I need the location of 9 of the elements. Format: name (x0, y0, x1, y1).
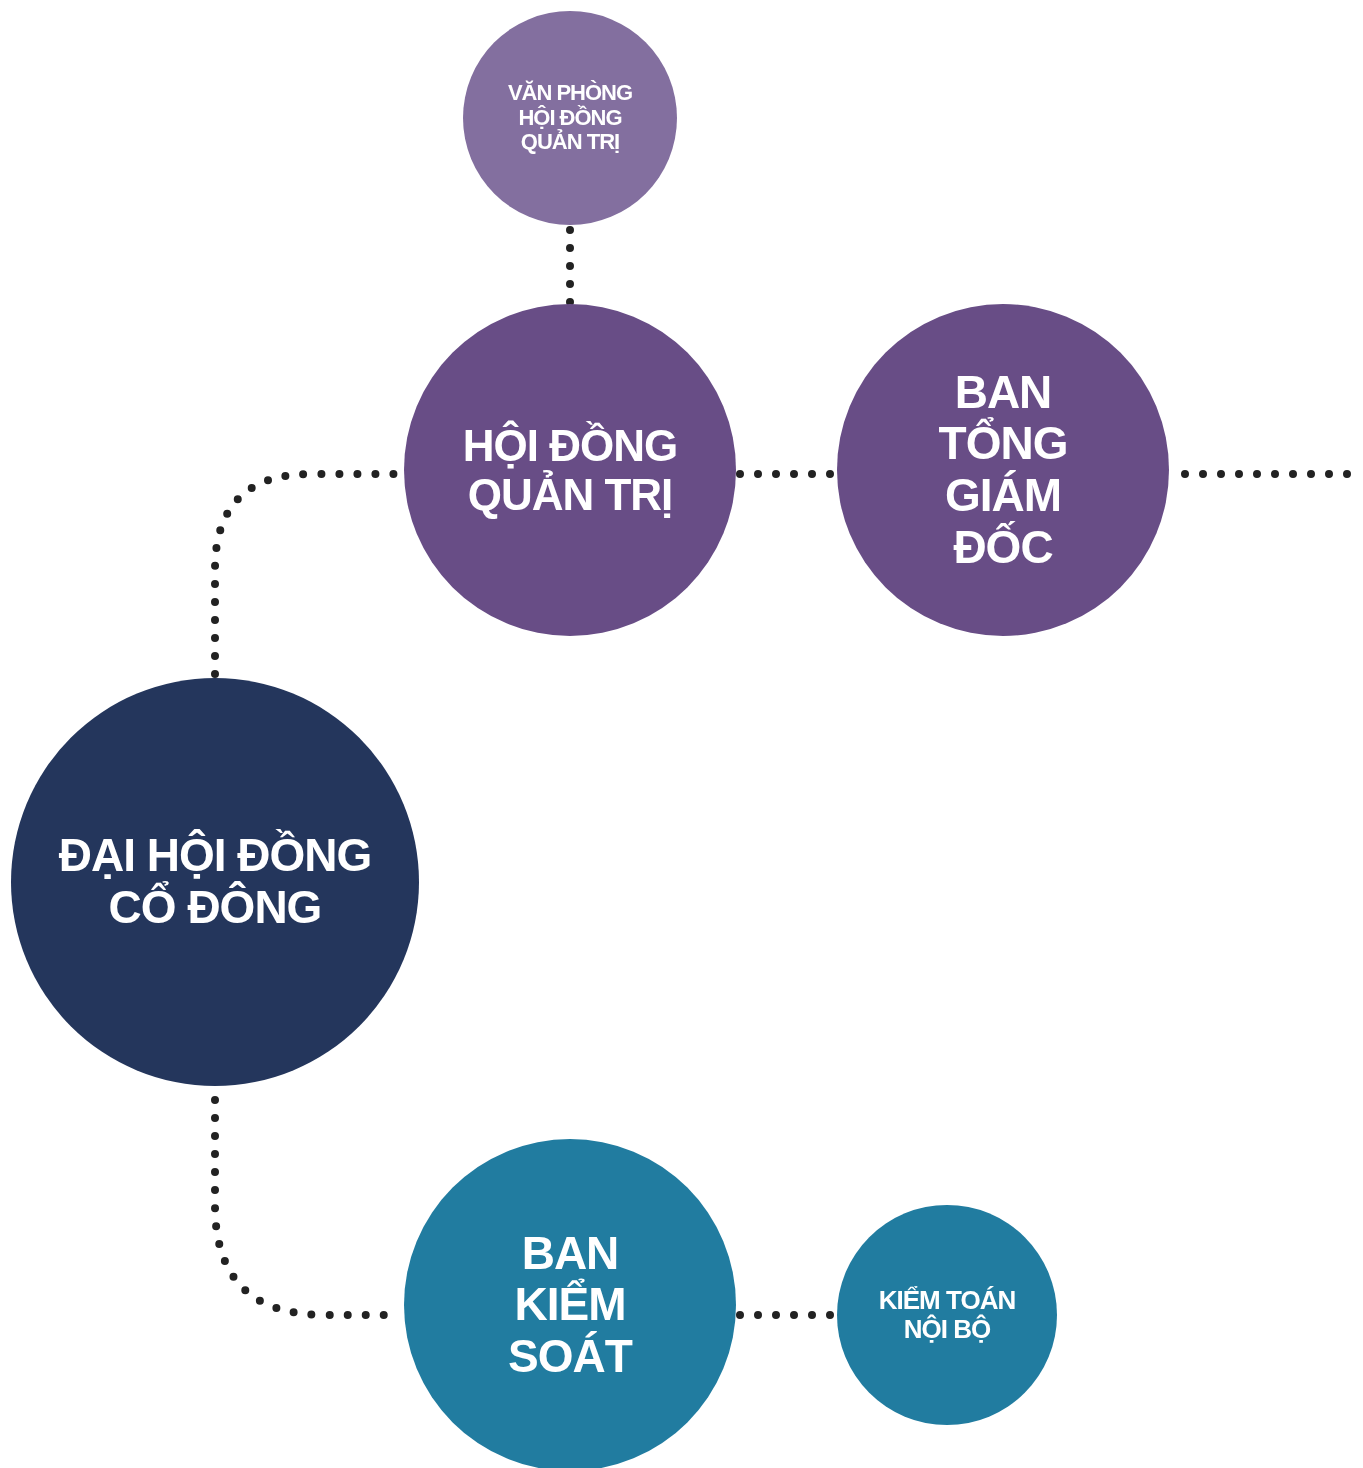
dotted-connector (566, 223, 574, 306)
node-label: VĂN PHÒNG HỘI ĐỒNG QUẢN TRỊ (506, 81, 634, 155)
node-label: BAN TỔNG GIÁM ĐỐC (937, 366, 1069, 574)
node-label: HỘI ĐỒNG QUẢN TRỊ (461, 420, 679, 520)
dotted-connector (736, 470, 837, 478)
node-label: BAN KIỂM SOÁT (507, 1227, 634, 1383)
node-label: KIỂM TOÁN NỘI BỘ (877, 1285, 1017, 1345)
node-label: ĐẠI HỘI ĐỒNG CỔ ĐÔNG (57, 830, 373, 934)
dotted-connector (736, 1311, 837, 1319)
